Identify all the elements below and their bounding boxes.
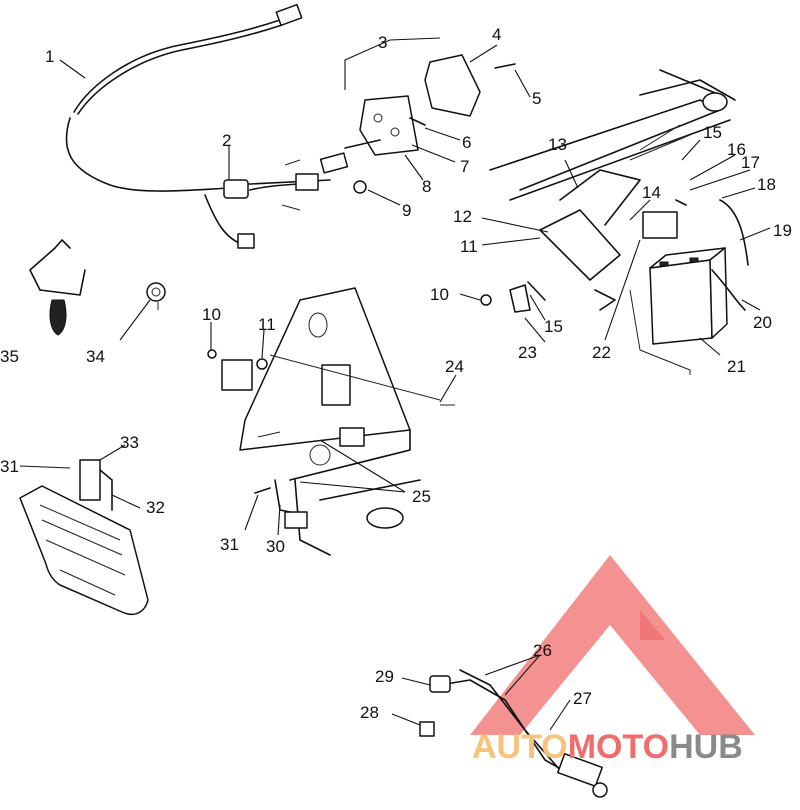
watermark-logo-icon <box>470 555 755 735</box>
watermark-text: AUTOMOTOHUB <box>472 728 743 766</box>
callout-14: 14 <box>642 183 661 202</box>
callout-5: 5 <box>532 89 541 108</box>
callout-9: 9 <box>402 201 411 220</box>
callout-7: 7 <box>460 157 469 176</box>
callout-31-flap: 31 <box>0 457 19 476</box>
svg-text:AUTOMOTOHUB: AUTOMOTOHUB <box>472 728 743 766</box>
wire-harness <box>65 3 331 249</box>
callout-20: 20 <box>753 313 772 332</box>
callout-28: 28 <box>360 703 379 722</box>
frame-rear <box>489 69 736 311</box>
callout-29: 29 <box>375 667 394 686</box>
callout-19: 19 <box>773 221 792 240</box>
callout-12: 12 <box>453 207 472 226</box>
callout-31-plate: 31 <box>220 535 239 554</box>
callout-11-plate: 11 <box>258 315 276 334</box>
mud-flap <box>19 459 149 616</box>
watermark-hub: HUB <box>669 728 743 766</box>
callout-10-relay: 10 <box>430 285 449 304</box>
callout-13: 13 <box>548 135 567 154</box>
lower-harness <box>419 669 608 798</box>
grommet-icon <box>146 282 166 310</box>
callout-17: 17 <box>741 153 760 172</box>
callout-11-frame: 11 <box>460 237 478 256</box>
callout-26: 26 <box>533 641 552 660</box>
callout-2: 2 <box>222 131 231 150</box>
watermark-moto: MOTO <box>568 728 669 766</box>
callout-6: 6 <box>462 133 471 152</box>
callout-3: 3 <box>378 33 387 52</box>
callout-1: 1 <box>45 47 54 66</box>
tail-light-assembly <box>319 54 516 194</box>
callout-10-plate: 10 <box>202 305 221 324</box>
leader-lines <box>19 37 771 731</box>
callout-21: 21 <box>727 357 746 376</box>
callout-25: 25 <box>412 487 431 506</box>
callout-labels: 1 2 3 4 5 6 7 8 9 10 10 11 11 12 13 14 1… <box>0 25 792 722</box>
callout-15-relay: 15 <box>544 317 563 336</box>
callout-35: 35 <box>0 347 19 366</box>
plate-bracket <box>254 479 291 513</box>
callout-18: 18 <box>757 175 776 194</box>
callout-34: 34 <box>86 347 105 366</box>
callout-16: 16 <box>727 140 746 159</box>
callout-33: 33 <box>120 433 139 452</box>
watermark-auto: AUTO <box>472 728 568 766</box>
callout-23: 23 <box>518 343 537 362</box>
callout-24: 24 <box>445 357 464 376</box>
callout-27: 27 <box>573 689 592 708</box>
callout-30: 30 <box>266 537 285 556</box>
callout-22: 22 <box>592 343 611 362</box>
callout-32: 32 <box>146 498 165 517</box>
callout-8: 8 <box>422 177 431 196</box>
battery-area <box>629 199 749 375</box>
center-mounting-plate <box>207 287 455 556</box>
tow-hook-icon <box>29 239 86 336</box>
relay-bracket <box>480 281 546 313</box>
callout-15-top: 15 <box>703 123 722 142</box>
callout-4: 4 <box>492 25 501 44</box>
